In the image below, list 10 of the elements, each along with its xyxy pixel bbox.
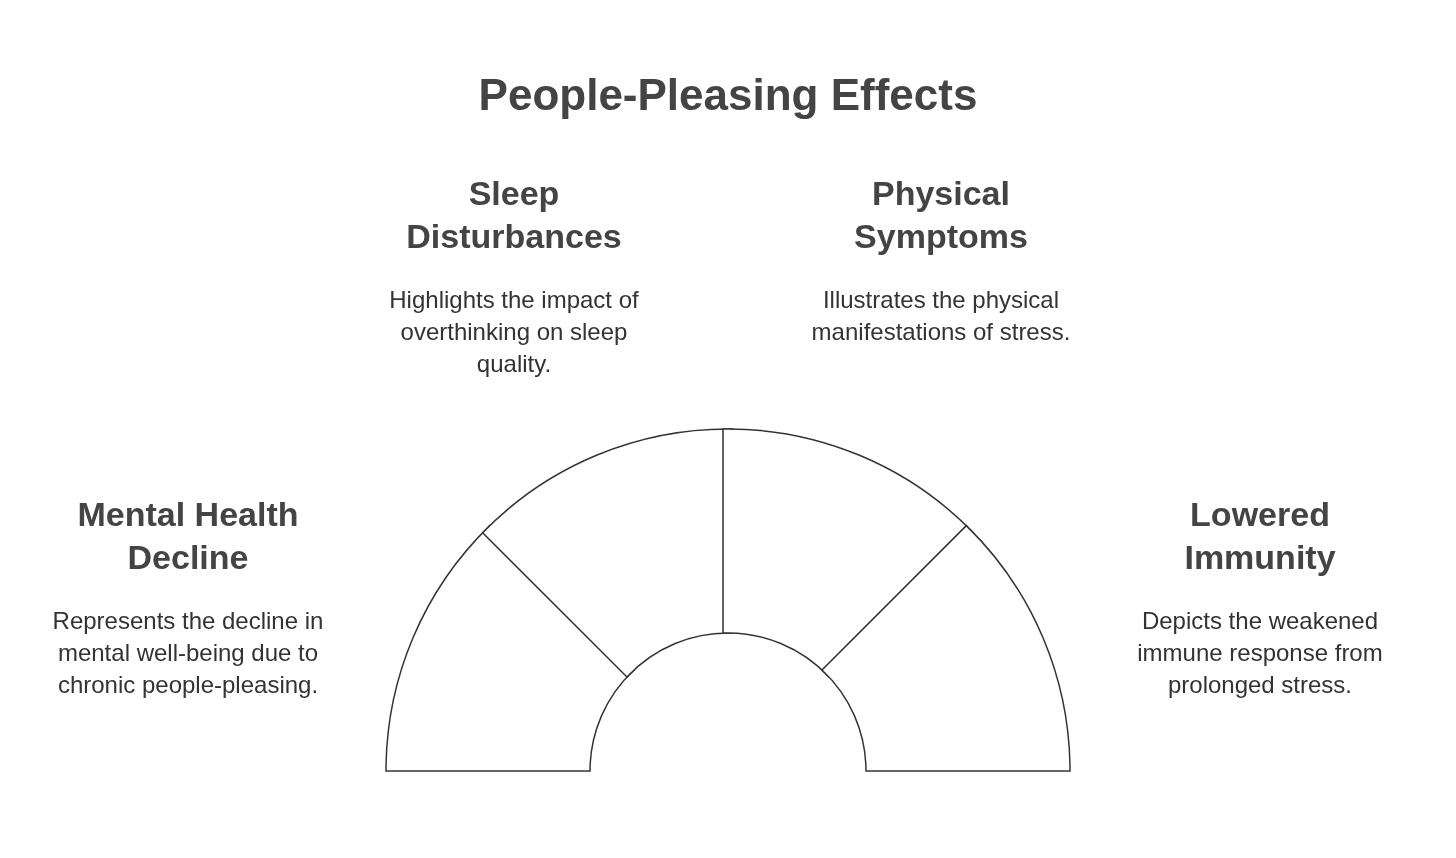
gauge-segment: [821, 524, 1071, 772]
description-text: Illustrates the physical manifestations of stress.: [810, 285, 1072, 347]
diagram-title: People-Pleasing Effects: [477, 70, 979, 120]
description-text: Represents the decline in mental well-being due to chronic people-pleasing.: [51, 606, 325, 700]
description-text: Highlights the impact of overthinking on sleep quality.: [388, 285, 640, 379]
section-heading: Physical Symptoms: [853, 173, 1029, 257]
section-heading: Mental Health Decline: [76, 494, 300, 578]
description-text: Depicts the weakened immune response from prolonged stress.: [1136, 606, 1384, 700]
section-heading: Lowered Immunity: [1183, 494, 1337, 578]
section-heading: Sleep Disturbances: [405, 173, 623, 257]
